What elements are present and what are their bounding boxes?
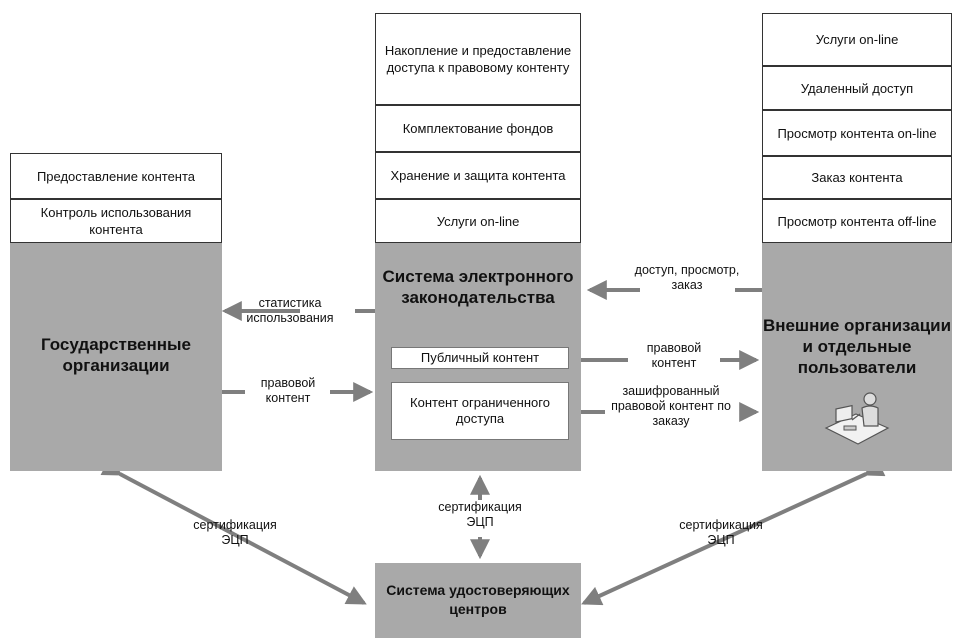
label-cert-right: сертификация ЭЦП [679,518,763,547]
user-at-computer-icon [824,392,890,445]
restricted-content-box: Контент ограниченного доступа [391,382,569,440]
center-box-fund-acquisition: Комплектование фондов [375,105,581,152]
right-box-view-offline: Просмотр контента off-line [762,199,952,243]
right-box-remote-access: Удаленный доступ [762,66,952,110]
state-organizations-title: Государственные организации [40,335,192,375]
label-cert-center: сертификация ЭЦП [438,500,522,529]
label-legal-content-in: правовой контент [260,376,316,405]
label-usage-stats: статистика использования [246,296,334,325]
label-access: доступ, просмотр, заказ [634,263,740,292]
label-encrypted: зашифрованный правовой контент по заказу [611,384,731,428]
state-organizations-block [10,243,222,471]
label-cert-left: сертификация ЭЦП [193,518,277,547]
right-box-view-online: Просмотр контента on-line [762,110,952,156]
arrow-cert-left [100,457,367,605]
left-box-usage-control: Контроль использования контента [10,199,222,243]
right-box-online-services: Услуги on-line [762,13,952,66]
center-box-storage-protection: Хранение и защита контента [375,152,581,199]
public-content-box: Публичный контент [391,347,569,369]
right-box-order-content: Заказ контента [762,156,952,199]
certification-centers-block [375,563,581,638]
center-box-accumulation: Накопление и предоставление доступа к пр… [375,13,581,105]
certification-centers-title: Система удостоверяющих центров [386,582,570,617]
label-legal-content-out: правовой контент [646,341,702,370]
arrow-cert-right [581,457,886,606]
e-legislation-title: Система электронного законодательства [382,267,574,307]
center-box-online-services: Услуги on-line [375,199,581,243]
external-users-title: Внешние организации и отдельные пользова… [762,315,952,377]
left-box-provide-content: Предоставление контента [10,153,222,199]
